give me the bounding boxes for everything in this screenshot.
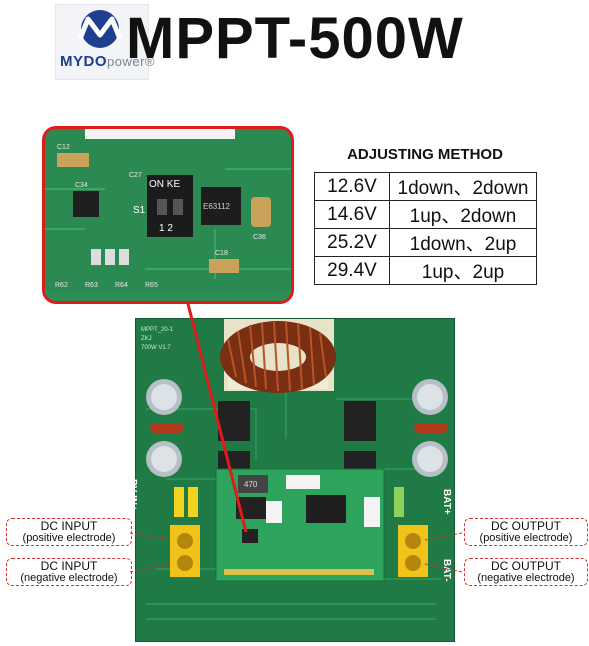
callout-line: DC OUTPUT — [491, 559, 561, 573]
fuse — [394, 487, 404, 517]
fuse — [174, 487, 184, 517]
dc-output-positive-label: DC OUTPUT (positive electrode) — [464, 518, 588, 546]
method-cell: 1down、2up — [389, 228, 537, 257]
callout-line: DC INPUT — [40, 519, 98, 533]
ref-label: R63 — [85, 282, 98, 289]
voltage-cell: 25.2V — [314, 228, 390, 257]
callout-line: DC OUTPUT — [491, 519, 561, 533]
chip-label: E63112 — [203, 202, 231, 211]
logo-mark-icon — [77, 10, 123, 48]
fuse — [188, 487, 198, 517]
method-cell: 1up、2down — [389, 200, 537, 229]
dc-input-negative-label: DC INPUT (negative electrode) — [6, 558, 132, 586]
callout-line: (positive electrode) — [479, 532, 573, 544]
adjusting-title: ADJUSTING METHOD — [347, 146, 503, 163]
switch-number-label: 1 2 — [159, 223, 173, 234]
silk-text: 700W V1.7 — [141, 345, 171, 351]
ic-chip — [201, 187, 241, 225]
callout-line: (negative electrode) — [20, 572, 118, 584]
ref-label: R62 — [55, 282, 68, 289]
voltage-cell: 29.4V — [314, 256, 390, 285]
page-title: MPPT-500W — [126, 6, 464, 71]
pcb-artwork: MPPT_20-1 700W V1.7 ZKJ — [141, 319, 448, 620]
dc-output-negative-label: DC OUTPUT (negative electrode) — [464, 558, 588, 586]
method-cell: 1down、2down — [389, 172, 537, 201]
switch-on-label: ON KE — [149, 179, 180, 190]
inductor-value: 470 — [244, 480, 258, 489]
voltage-cell: 14.6V — [314, 200, 390, 229]
ref-label: C27 — [129, 172, 142, 179]
mosfet — [218, 401, 250, 441]
dip-switch-zoom-inset: ON KE 1 2 S1 E63112 R62 R63 R64 R65 C27 … — [42, 126, 294, 304]
dip-switch — [147, 175, 193, 237]
callout-line: DC INPUT — [40, 559, 98, 573]
callout-line: (negative electrode) — [477, 572, 575, 584]
silk-text: MPPT_20-1 — [141, 327, 174, 333]
silk-text: ZKJ — [141, 336, 152, 342]
method-cell: 1up、2up — [389, 256, 537, 285]
voltage-cell: 12.6V — [314, 172, 390, 201]
ref-label: R65 — [145, 282, 158, 289]
mosfet — [344, 401, 376, 441]
ref-label: C36 — [253, 234, 266, 241]
logo-text: MYDOpower® — [60, 53, 156, 70]
ref-label: R64 — [115, 282, 128, 289]
brand-logo: MYDOpower® — [55, 4, 155, 80]
callout-line: (positive electrode) — [22, 532, 116, 544]
pcb-board: MPPT_20-1 700W V1.7 ZKJ — [127, 318, 455, 642]
ref-label: C34 — [75, 182, 88, 189]
dip-switch — [242, 529, 258, 543]
dc-input-positive-label: DC INPUT (positive electrode) — [6, 518, 132, 546]
zoom-artwork: ON KE 1 2 S1 E63112 R62 R63 R64 R65 C27 … — [45, 129, 291, 301]
switch-ref-label: S1 — [133, 205, 146, 216]
ref-label: C18 — [215, 250, 228, 257]
ref-label: C12 — [57, 144, 70, 151]
